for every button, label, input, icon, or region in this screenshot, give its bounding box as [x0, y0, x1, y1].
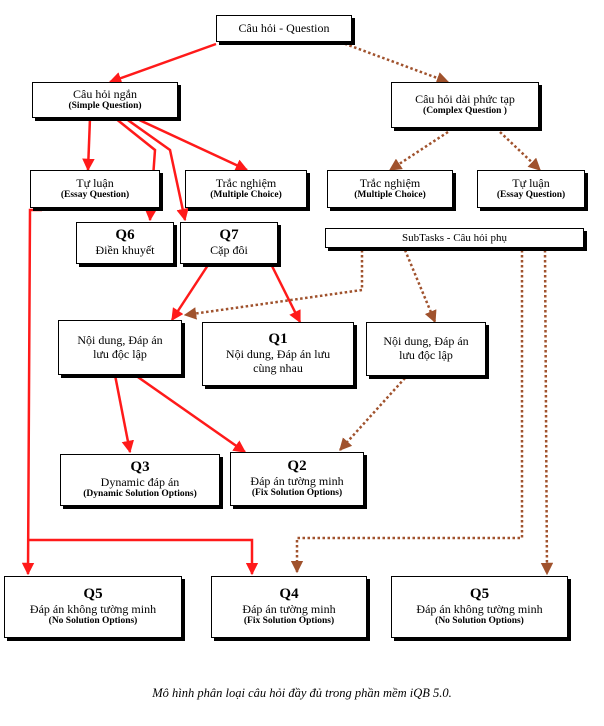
node-mc-left-sub: (Multiple Choice) — [210, 190, 282, 201]
node-essay-right-sub: (Essay Question) — [496, 190, 566, 201]
node-complex-question: Câu hỏi dài phức tạp (Complex Question ) — [391, 82, 539, 128]
node-q6-code: Q6 — [115, 227, 135, 244]
arrow-essay-q5-r — [540, 249, 554, 576]
arrow-essay-q4-r — [290, 250, 524, 574]
node-question-label: Câu hỏi - Question — [238, 20, 330, 35]
node-q4-code: Q4 — [279, 585, 299, 602]
node-simple-label: Câu hỏi ngắn — [73, 86, 137, 101]
node-q3: Q3 Dynamic đáp án (Dynamic Solution Opti… — [60, 454, 220, 506]
node-q1-line2: cùng nhau — [253, 360, 303, 375]
node-q2-label: Đáp án tường minh — [250, 473, 344, 488]
node-simple-sub: (Simple Question) — [68, 101, 142, 112]
arrow-mc-sepleft — [183, 250, 364, 320]
node-q2-code: Q2 — [287, 457, 307, 474]
node-q6-label: Điền khuyết — [95, 242, 155, 257]
arrow-sep-q3 — [113, 374, 134, 454]
node-simple-question: Câu hỏi ngắn (Simple Question) — [32, 82, 178, 118]
node-q7: Q7 Cặp đôi — [180, 222, 278, 264]
arrow-sepright-q2 — [339, 377, 406, 451]
node-question: Câu hỏi - Question — [216, 15, 352, 42]
node-q1-line1: Nội dung, Đáp án lưu — [225, 347, 331, 362]
node-essay-left: Tự luận (Essay Question) — [30, 170, 160, 208]
figure-caption: Mô hình phân loại câu hỏi đầy đủ trong p… — [152, 686, 452, 700]
node-complex-label: Câu hỏi dài phức tạp — [415, 91, 515, 106]
node-essay-right-label: Tự luận — [512, 175, 550, 190]
arrow-essay-q5 — [21, 208, 42, 576]
arrow-complex-mc — [388, 130, 449, 172]
node-mc-right-sub: (Multiple Choice) — [354, 190, 426, 201]
node-q4-sub: (Fix Solution Options) — [243, 616, 335, 627]
node-q2: Q2 Đáp án tường minh (Fix Solution Optio… — [230, 452, 364, 506]
node-essay-left-label: Tự luận — [76, 175, 114, 190]
arrow-sep-q2 — [134, 373, 247, 454]
arrow-q7-sep — [170, 261, 212, 322]
node-q5-right-code: Q5 — [469, 585, 490, 602]
arrow-complex-essay — [499, 131, 541, 171]
node-separate-right: Nội dung, Đáp án lưu độc lập — [366, 322, 486, 376]
node-q7-code: Q7 — [219, 227, 239, 244]
node-essay-right: Tự luận (Essay Question) — [477, 170, 585, 208]
node-complex-sub: (Complex Question ) — [423, 106, 507, 117]
node-mc-right: Trắc nghiệm (Multiple Choice) — [327, 170, 453, 208]
node-q5-left: Q5 Đáp án không tường minh (No Solution … — [4, 576, 182, 638]
node-mc-left-label: Trắc nghiệm — [215, 175, 277, 190]
node-mc-left: Trắc nghiệm (Multiple Choice) — [185, 170, 307, 208]
arrow-essay-q4 — [28, 538, 259, 576]
node-q1: Q1 Nội dung, Đáp án lưu cùng nhau — [202, 322, 354, 386]
node-q3-sub: (Dynamic Solution Options) — [83, 489, 197, 500]
node-q3-label: Dynamic đáp án — [100, 474, 180, 489]
node-q1-code: Q1 — [268, 331, 288, 348]
node-separate-left: Nội dung, Đáp án lưu độc lập — [58, 320, 182, 375]
node-mc-right-label: Trắc nghiệm — [359, 175, 421, 190]
node-separate-left-line1: Nội dung, Đáp án — [77, 332, 163, 347]
node-q5-right: Q5 Đáp án không tường minh (No Solution … — [391, 576, 568, 638]
arrow-root-complex — [339, 40, 450, 84]
node-q7-label: Cặp đôi — [210, 242, 248, 257]
arrow-simple-mc — [134, 116, 249, 172]
node-q5-left-label: Đáp án không tường minh — [29, 601, 157, 616]
node-q2-sub: (Fix Solution Options) — [251, 488, 343, 499]
node-separate-right-line2: lưu độc lập — [399, 348, 453, 362]
arrow-mc-sepright — [403, 249, 437, 324]
node-subtasks: SubTasks - Câu hỏi phụ — [325, 228, 584, 248]
arrow-simple-essay — [82, 117, 95, 172]
node-q4-label: Đáp án tường minh — [242, 601, 336, 616]
node-essay-left-sub: (Essay Question) — [60, 190, 130, 201]
node-q5-left-sub: (No Solution Options) — [48, 616, 138, 627]
node-q3-code: Q3 — [130, 458, 150, 475]
node-separate-left-line2: lưu độc lập — [93, 346, 147, 361]
node-q5-right-label: Đáp án không tường minh — [416, 601, 543, 616]
node-separate-right-line1: Nội dung, Đáp án — [383, 334, 469, 349]
arrow-simple-q7 — [124, 116, 189, 222]
node-q6: Q6 Điền khuyết — [76, 222, 174, 264]
arrow-root-simple — [108, 42, 217, 85]
node-subtasks-label: SubTasks - Câu hỏi phụ — [402, 231, 507, 244]
node-q5-right-sub: (No Solution Options) — [435, 616, 524, 627]
node-q5-left-code: Q5 — [83, 585, 103, 602]
node-q4: Q4 Đáp án tường minh (Fix Solution Optio… — [211, 576, 367, 638]
arrow-q7-q1 — [268, 261, 302, 324]
